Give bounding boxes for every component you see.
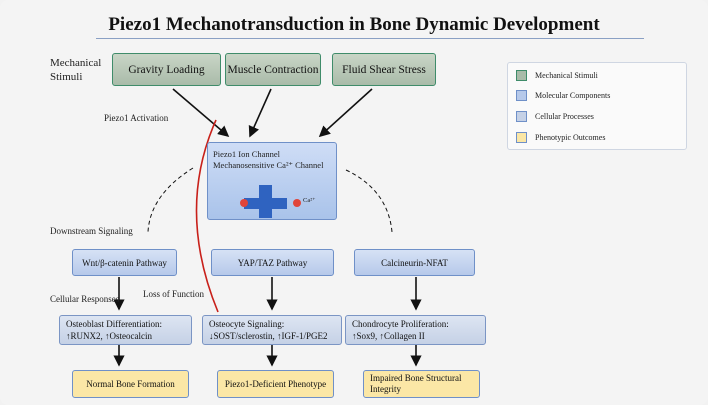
pathway-calcineurin-nfat: Calcineurin-NFAT xyxy=(354,249,475,276)
response-osteoblast: Osteoblast Differentiation: ↑RUNX2, ↑Ost… xyxy=(59,315,192,345)
label-cellular-responses: Cellular Responses xyxy=(50,294,120,304)
legend-item-cellular: Cellular Processes xyxy=(516,111,594,122)
legend-item-molecular: Molecular Components xyxy=(516,90,610,101)
outcome-impaired-integrity: Impaired Bone Structural Integrity xyxy=(363,370,480,398)
dashed-channel-to-nfat xyxy=(345,169,393,233)
legend-swatch-stimuli xyxy=(516,70,527,81)
pathway-yap-taz: YAP/TAZ Pathway xyxy=(211,249,334,276)
arrow-muscle-to-channel xyxy=(248,88,272,138)
stimulus-fluid-shear-stress: Fluid Shear Stress xyxy=(332,53,436,86)
channel-title: Piezo1 Ion Channel xyxy=(213,149,281,159)
ion-label: Ca²⁺ xyxy=(303,197,316,204)
response-chondrocyte-title: Chondrocyte Proliferation: xyxy=(352,319,449,329)
legend-swatch-molecular xyxy=(516,90,527,101)
legend-label-molecular: Molecular Components xyxy=(535,91,611,100)
legend-label-stimuli: Mechanical Stimuli xyxy=(535,71,598,80)
diagram-title: Piezo1 Mechanotransduction in Bone Dynam… xyxy=(108,14,600,35)
response-osteoblast-detail: ↑RUNX2, ↑Osteocalcin xyxy=(66,331,152,341)
channel-pore-horizontal xyxy=(244,198,287,209)
response-osteocyte: Osteocyte Signaling: ↓SOST/sclerostin, ↑… xyxy=(202,315,342,345)
response-osteoblast-title: Osteoblast Differentiation: xyxy=(66,319,163,329)
legend-swatch-cellular xyxy=(516,111,527,122)
dashed-channel-to-wnt xyxy=(147,167,194,233)
legend-label-cellular: Cellular Processes xyxy=(535,112,594,121)
outcome-normal-bone-formation: Normal Bone Formation xyxy=(72,370,189,398)
ion-dot-right xyxy=(293,199,301,207)
legend-box: Mechanical Stimuli Molecular Components … xyxy=(507,62,687,150)
legend-item-phenotypic: Phenotypic Outcomes xyxy=(516,132,605,143)
response-osteocyte-title: Osteocyte Signaling: xyxy=(209,319,285,329)
legend-label-phenotypic: Phenotypic Outcomes xyxy=(535,133,606,142)
outcome-impaired-line1: Impaired Bone Structural xyxy=(370,373,462,383)
legend-item-stimuli: Mechanical Stimuli xyxy=(516,70,598,81)
stimulus-gravity-loading: Gravity Loading xyxy=(112,53,221,86)
response-chondrocyte: Chondrocyte Proliferation: ↑Sox9, ↑Colla… xyxy=(345,315,486,345)
label-downstream-signaling: Downstream Signaling xyxy=(50,226,133,236)
pathway-wnt-beta-catenin: Wnt/β-catenin Pathway xyxy=(72,249,177,276)
outcome-piezo1-deficient: Piezo1-Deficient Phenotype xyxy=(217,370,334,398)
channel-subtitle: Mechanosensitive Ca²⁺ Channel xyxy=(213,160,324,170)
stimulus-muscle-contraction: Muscle Contraction xyxy=(225,53,321,86)
label-loss-of-function: Loss of Function xyxy=(143,289,205,299)
legend-swatch-phenotypic xyxy=(516,132,527,143)
outcome-impaired-line2: Integrity xyxy=(370,384,401,394)
response-osteocyte-detail: ↓SOST/sclerostin, ↑IGF-1/PGE2 xyxy=(209,331,328,341)
channel-symbol xyxy=(240,185,301,218)
label-piezo1-activation: Piezo1 Activation xyxy=(104,113,169,123)
ion-dot-left xyxy=(240,199,248,207)
arrow-shear-to-channel xyxy=(318,88,373,138)
label-mechanical-stimuli: Mechanical Stimuli xyxy=(50,57,102,83)
response-chondrocyte-detail: ↑Sox9, ↑Collagen II xyxy=(352,331,425,341)
title-underline xyxy=(96,38,644,39)
arrow-gravity-to-channel xyxy=(172,88,230,138)
piezo1-channel-box: Piezo1 Ion Channel Mechanosensitive Ca²⁺… xyxy=(207,142,337,220)
